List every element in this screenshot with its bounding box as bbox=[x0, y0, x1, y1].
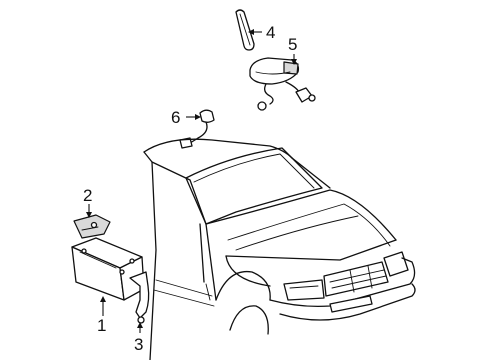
part-5-antenna-base bbox=[249, 57, 316, 111]
callout-2: 2 bbox=[83, 186, 92, 205]
callout-3: 3 bbox=[134, 335, 143, 354]
callout-6: 6 bbox=[171, 108, 180, 127]
arrowhead-5 bbox=[291, 59, 297, 65]
arrowhead-1 bbox=[100, 296, 106, 302]
part-4-antenna-mast bbox=[235, 9, 255, 51]
callout-4: 4 bbox=[266, 23, 275, 42]
part-6-cable-connector bbox=[179, 109, 215, 149]
part-1-control-module bbox=[71, 237, 145, 301]
arrowhead-4 bbox=[248, 29, 254, 35]
part-2-bracket bbox=[73, 214, 111, 239]
arrowhead-2 bbox=[86, 212, 92, 218]
part-3-mount-strap bbox=[129, 271, 150, 324]
arrowhead-6 bbox=[195, 114, 201, 120]
vehicle-outline bbox=[143, 138, 416, 360]
callout-leaders bbox=[86, 29, 297, 333]
arrowhead-3 bbox=[137, 322, 143, 328]
callout-1: 1 bbox=[97, 316, 106, 335]
callout-5: 5 bbox=[288, 35, 297, 54]
